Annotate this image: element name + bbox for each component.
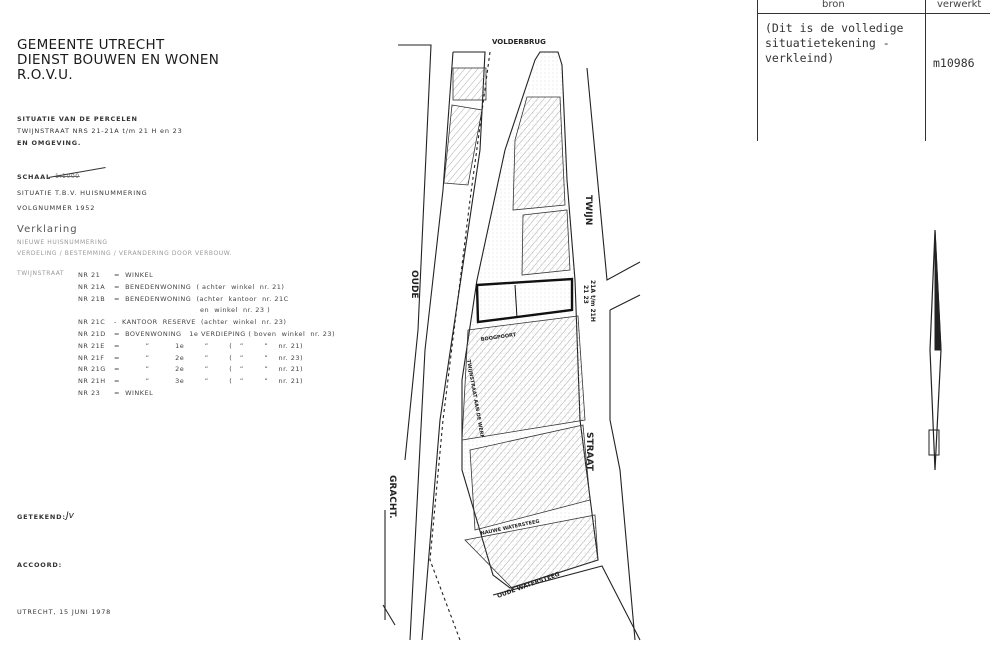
verwerkt-value: m10986: [933, 56, 975, 70]
municipality-title: GEMEENTE UTRECHT: [17, 37, 165, 53]
legend-number: NR 21C: [78, 318, 106, 327]
department-title: DIENST BOUWEN EN WONEN: [17, 52, 220, 68]
verklaring-line-1: NIEUWE HUISNUMMERING: [17, 239, 108, 246]
bron-value: (Dit is de volledige situatietekening - …: [765, 21, 904, 65]
legend-number: NR 21: [78, 271, 101, 279]
bron-header: bron: [822, 0, 845, 10]
legend-description: - KANTOOR RESERVE (achter winkel nr. 23): [114, 318, 287, 327]
label-numbers: 21A t/m 21H: [589, 280, 596, 322]
purpose: SITUATIE T.B.V. HUISNUMMERING: [17, 189, 148, 197]
table-left-rule: [757, 0, 758, 141]
subject-line-1: SITUATIE VAN DE PERCELEN: [17, 115, 138, 123]
legend-description: = WINKEL: [114, 389, 154, 397]
legend-description: = BENEDENWONING ( achter winkel nr. 21): [114, 282, 285, 291]
subject-line-2: TWIJNSTRAAT NRS 21-21A t/m 21 H en 23: [17, 127, 183, 135]
west-quay: [409, 51, 486, 641]
label-gracht: GRACHT.: [387, 475, 397, 519]
place-date: UTRECHT, 15 JUNI 1978: [17, 608, 112, 616]
volgnummer: VOLGNUMMER 1952: [17, 204, 96, 212]
legend-description: = ” 1e ” ( ” ” nr. 21): [114, 341, 304, 350]
verwerkt-header: verwerkt: [937, 0, 982, 10]
legend-description: = BENEDENWONING (achter kantoor nr. 21C: [114, 294, 289, 303]
legend-description: = ” 2e ” ( ” ” nr. 21): [114, 365, 304, 374]
label-volderbrug: VOLDERBRUG: [492, 38, 546, 46]
legend-number: NR 23: [78, 389, 101, 397]
canal-edge: [429, 51, 491, 641]
legend-description: = ” 2e ” ( ” ” nr. 23): [114, 353, 304, 362]
label-straat: STRAAT: [584, 432, 594, 472]
oudegracht-west-bank: [398, 44, 432, 461]
legend-number: NR 21E: [78, 341, 105, 350]
drafter-initials: Jv: [66, 511, 74, 521]
subject-line-3: EN OMGEVING.: [17, 139, 82, 147]
label-oude: OUDE: [409, 270, 419, 299]
legend-description: = WINKEL: [114, 271, 154, 279]
verklaring-title: Verklaring: [17, 224, 78, 235]
north-arrow-icon: [928, 229, 942, 471]
accoord-label: ACCOORD:: [17, 561, 63, 569]
legend-number: NR 21A: [78, 282, 106, 291]
parcel-21-23: [475, 277, 574, 324]
scale-value: 1:1000: [55, 173, 80, 180]
getekend-label: GETEKEND:: [17, 513, 66, 521]
legend-description: en winkel nr. 23 ): [200, 306, 271, 315]
twijnstraat-east-edge: [586, 67, 641, 641]
verklaring-line-2: VERDELING / BESTEMMING / VERANDERING DOO…: [17, 250, 233, 257]
label-twijn: TWIJN: [583, 195, 593, 225]
legend-number: NR 21B: [78, 294, 106, 303]
legend-number: NR 21G: [78, 365, 106, 374]
legend-street: TWIJNSTRAAT: [17, 270, 65, 277]
label-nrs: 21 23: [582, 285, 589, 304]
label-boogpoort: BOOGPOORT: [480, 332, 517, 343]
scale-label: SCHAAL: [17, 173, 51, 181]
legend-description: = ” 3e ” ( ” ” nr. 21): [114, 377, 304, 386]
legend-number: NR 21F: [78, 353, 105, 362]
department-abbr: R.O.V.U.: [17, 67, 73, 83]
legend-number: NR 21D: [78, 330, 106, 338]
legend-description: = BOVENWONING 1e VERDIEPING ( boven wink…: [114, 330, 336, 338]
table-mid-rule: [925, 0, 926, 141]
legend-number: NR 21H: [78, 377, 106, 386]
table-header-rule: [757, 13, 990, 14]
